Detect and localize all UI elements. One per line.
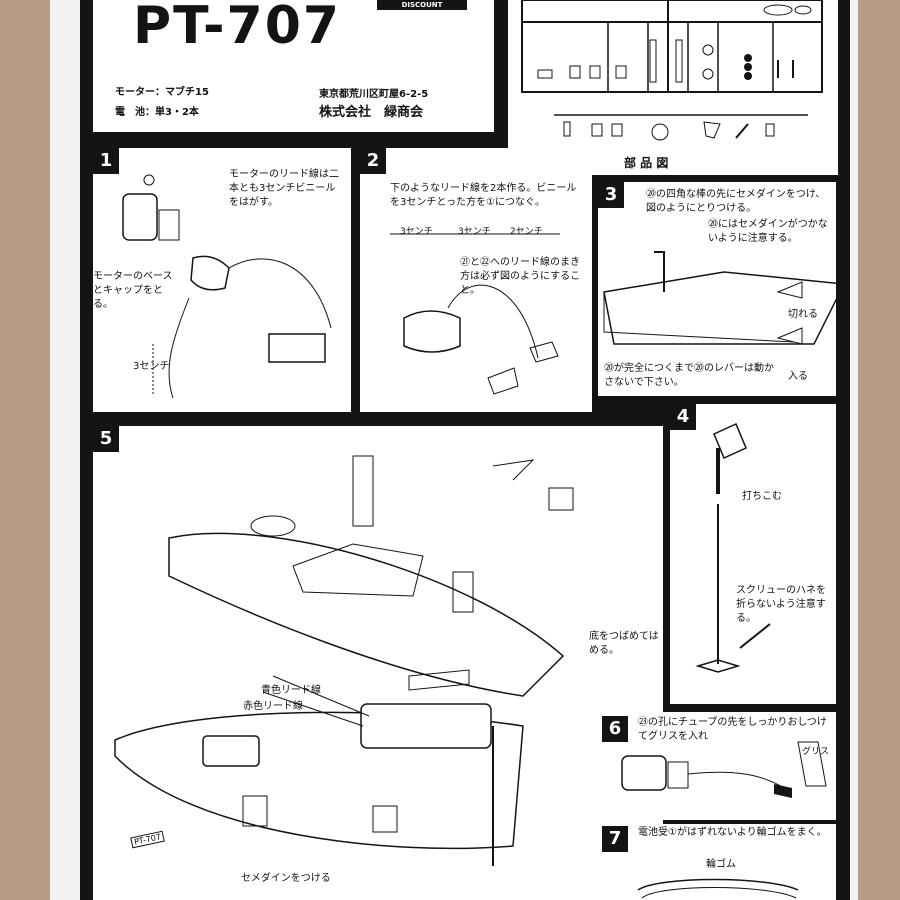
step-3-enter: 入る xyxy=(788,371,808,382)
step-5-glue-note: セメダインをつける xyxy=(241,873,331,884)
motor-spec: モーター：マブチ15 xyxy=(115,87,209,98)
step-2-measure-3: 2センチ xyxy=(510,227,543,237)
battery-spec: 電 池：単3・2本 xyxy=(115,107,199,118)
step-4-drawing xyxy=(695,422,771,673)
step-number: 4 xyxy=(670,404,696,430)
step-6-panel: 6 ㉓の孔にチューブの先をしっかりおしつけてグリスを入れ グリス xyxy=(598,712,836,820)
step-4-text2: スクリューのハネを折らないよう注意する。 xyxy=(736,585,826,624)
step-5-drawing xyxy=(114,455,574,866)
step-2-measure-2: 3センチ xyxy=(458,227,491,237)
step-number: 3 xyxy=(598,182,624,208)
company-address: 東京都荒川区町屋6-2-5 xyxy=(319,89,429,100)
step-2-drawing xyxy=(390,233,560,395)
step-7-drawing xyxy=(637,878,799,899)
step-1-drawing xyxy=(122,174,332,399)
brand-logo: DISCOUNT xyxy=(377,0,467,10)
step-7-band-label: 輪ゴム xyxy=(706,859,736,870)
step-number: 5 xyxy=(93,426,119,452)
parts-grid-drawing xyxy=(521,0,823,141)
step-2-measure-1: 3センチ xyxy=(400,227,433,237)
step-3-cut: 切れる xyxy=(788,309,818,320)
step-4-text: 打ちこむ xyxy=(742,491,782,502)
step-7-text: 電池受①がはずれないより輪ゴムをまく。 xyxy=(638,827,827,838)
step-3-text3: ⑳が完全につくまで⑳のレバーは動かさないで下さい。 xyxy=(604,363,774,388)
step-6-grease-label: グリス xyxy=(802,747,830,757)
step-3-drawing xyxy=(603,251,836,345)
step-6-drawing xyxy=(621,741,827,798)
step-number: 7 xyxy=(602,826,628,852)
company-name: 株式会社 緑商会 xyxy=(319,105,424,120)
model-title: PT-707 xyxy=(133,0,342,56)
step-4-panel: 4 打ちこむ スクリューのハネを折らないよう注意する。 xyxy=(670,404,836,704)
step-1-text2: モーターのベースとキャップをとる。 xyxy=(93,271,173,310)
step-2-text2: ㉑と㉒へのリード線のまき方は必ず図のようにすること。 xyxy=(460,257,581,296)
step-5-blue-wire: 青色リード線 xyxy=(261,685,321,696)
step-5-red-wire: 赤色リード線 xyxy=(243,701,303,712)
step-1-text: モーターのリード線は二本とも3センチビニールをはがす。 xyxy=(229,169,339,208)
step-number: 6 xyxy=(602,716,628,742)
header-panel: PT-707 DISCOUNT モーター：マブチ15 電 池：単3・2本 東京都… xyxy=(93,0,494,132)
step-number: 2 xyxy=(360,148,386,174)
step-7-panel: 7 電池受①がはずれないより輪ゴムをまく。 輪ゴム xyxy=(598,824,836,900)
step-1-panel: 1 モーターのリード線は二本とも3センチビニールをはがす。 モーターのベースとキ… xyxy=(93,148,351,412)
step-3-panel: 3 ⑳の四角な棒の先にセメダインをつけ、図のようにとりつける。 ⑳にはセメダイン… xyxy=(598,182,836,396)
step-2-text: 下のようなリード線を2本作る。ビニールを3センチとった方を①につなぐ。 xyxy=(390,183,577,208)
step-3-text: ⑳の四角な棒の先にセメダインをつけ、図のようにとりつける。 xyxy=(646,189,826,214)
parts-diagram-panel: 部 品 図 xyxy=(508,0,838,175)
step-5-bottom-note: 底をつばめてはめる。 xyxy=(589,631,659,656)
step-5-panel: 5 青色リード線 赤色リード線 底をつばめてはめる。 セメダインをつける PT-… xyxy=(93,426,663,900)
step-3-text2: ⑳にはセメダインがつかないように注意する。 xyxy=(708,219,828,244)
step-2-panel: 2 下のようなリード線を2本作る。ビニールを3センチとった方を①につなぐ。 3セ… xyxy=(360,148,592,412)
step-number: 1 xyxy=(93,148,119,174)
step-1-note: 3センチ xyxy=(133,361,170,372)
step-6-text: ㉓の孔にチューブの先をしっかりおしつけてグリスを入れ xyxy=(638,717,827,742)
parts-diagram-title: 部 品 図 xyxy=(624,156,669,170)
